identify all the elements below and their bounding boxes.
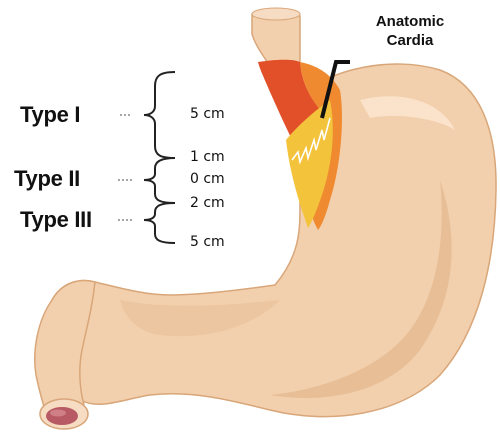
type-3-label: Type III	[20, 207, 92, 233]
callout-line-1: Anatomic	[355, 12, 465, 31]
bracket-type-1	[144, 72, 175, 158]
measure-2cm: 2 cm	[190, 195, 225, 211]
measure-5cm-bottom: 5 cm	[190, 234, 225, 250]
measure-5cm-top: 5 cm	[190, 106, 225, 122]
bracket-type-2	[144, 158, 175, 203]
type-1-label: Type I	[20, 102, 80, 128]
type-2-label: Type II	[14, 166, 80, 192]
bracket-type-3	[144, 203, 175, 243]
measure-0cm: 0 cm	[190, 171, 225, 187]
callout-line-2: Cardia	[355, 31, 465, 50]
measure-1cm: 1 cm	[190, 149, 225, 165]
anatomic-cardia-callout: Anatomic Cardia	[355, 12, 465, 50]
